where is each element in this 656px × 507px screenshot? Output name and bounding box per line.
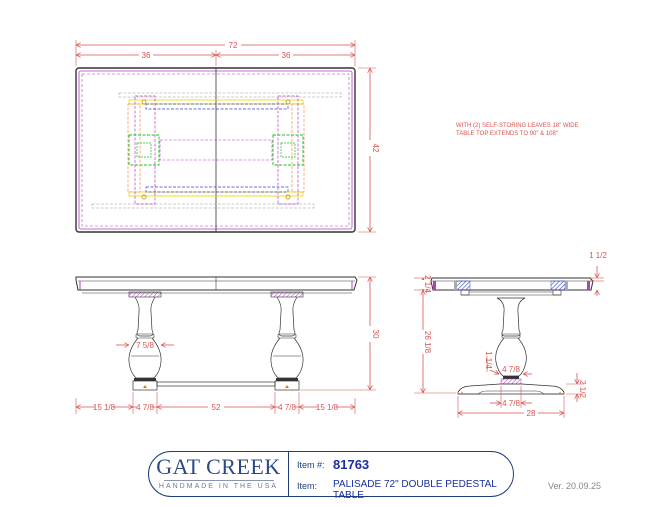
dim-base-width: 28 xyxy=(527,409,536,418)
brand-name: GAT CREEK xyxy=(156,454,281,479)
dim-half-left: 36 xyxy=(142,51,151,60)
item-number-label: Item #: xyxy=(297,460,325,470)
dim-pedestal-spacing: 52 xyxy=(212,403,221,412)
item-name-label: Item: xyxy=(297,481,318,491)
dim-right-overhang: 15 1/8 xyxy=(316,403,339,412)
dim-half-right: 36 xyxy=(282,51,291,60)
front-elevation: 7 5/8 30 15 1/8 4 7/8 52 4 7/8 15 1/8 xyxy=(75,276,380,414)
side-elevation: 2 1/4 26 1/8 1 1/2 4 7/8 1 1/4 4 7/8 2 1… xyxy=(414,251,607,418)
plan-view: 72 36 36 xyxy=(75,40,579,233)
dim-baluster-width: 7 5/8 xyxy=(136,341,154,350)
item-number-value: 81763 xyxy=(333,457,370,472)
brand-logo: GAT CREEK HANDMADE IN THE USA xyxy=(149,452,289,496)
logo-divider xyxy=(163,480,274,481)
dim-left-foot: 4 7/8 xyxy=(136,403,154,412)
dim-width: 42 xyxy=(371,144,380,153)
item-name-value: PALISADE 72" DOUBLE PEDESTAL TABLE xyxy=(333,479,497,501)
dim-pedestal-height: 26 1/8 xyxy=(423,331,432,354)
dim-left-overhang: 15 1/8 xyxy=(93,403,116,412)
note-extends: TABLE TOP EXTENDS TO 90" & 108" xyxy=(456,131,558,137)
dim-right-foot: 4 7/8 xyxy=(278,403,296,412)
dim-neck-height: 1 1/4 xyxy=(484,351,493,369)
dim-base-block-width: 4 7/8 xyxy=(502,399,520,408)
dim-neck-width: 4 7/8 xyxy=(502,365,520,374)
title-block: GAT CREEK HANDMADE IN THE USA Item #: 81… xyxy=(148,451,514,501)
dim-overall-length: 72 xyxy=(229,41,238,50)
version-label: Ver. 20.09.25 xyxy=(548,481,602,491)
note-leaves: WITH (2) SELF-STORING LEAVES 18" WIDE xyxy=(456,123,579,129)
dim-base-height: 2 1/2 xyxy=(578,380,587,398)
dim-height: 30 xyxy=(371,330,380,339)
dim-apron-height: 2 1/4 xyxy=(423,275,432,293)
brand-tagline: HANDMADE IN THE USA xyxy=(158,483,279,490)
dim-top-thickness: 1 1/2 xyxy=(589,251,607,260)
